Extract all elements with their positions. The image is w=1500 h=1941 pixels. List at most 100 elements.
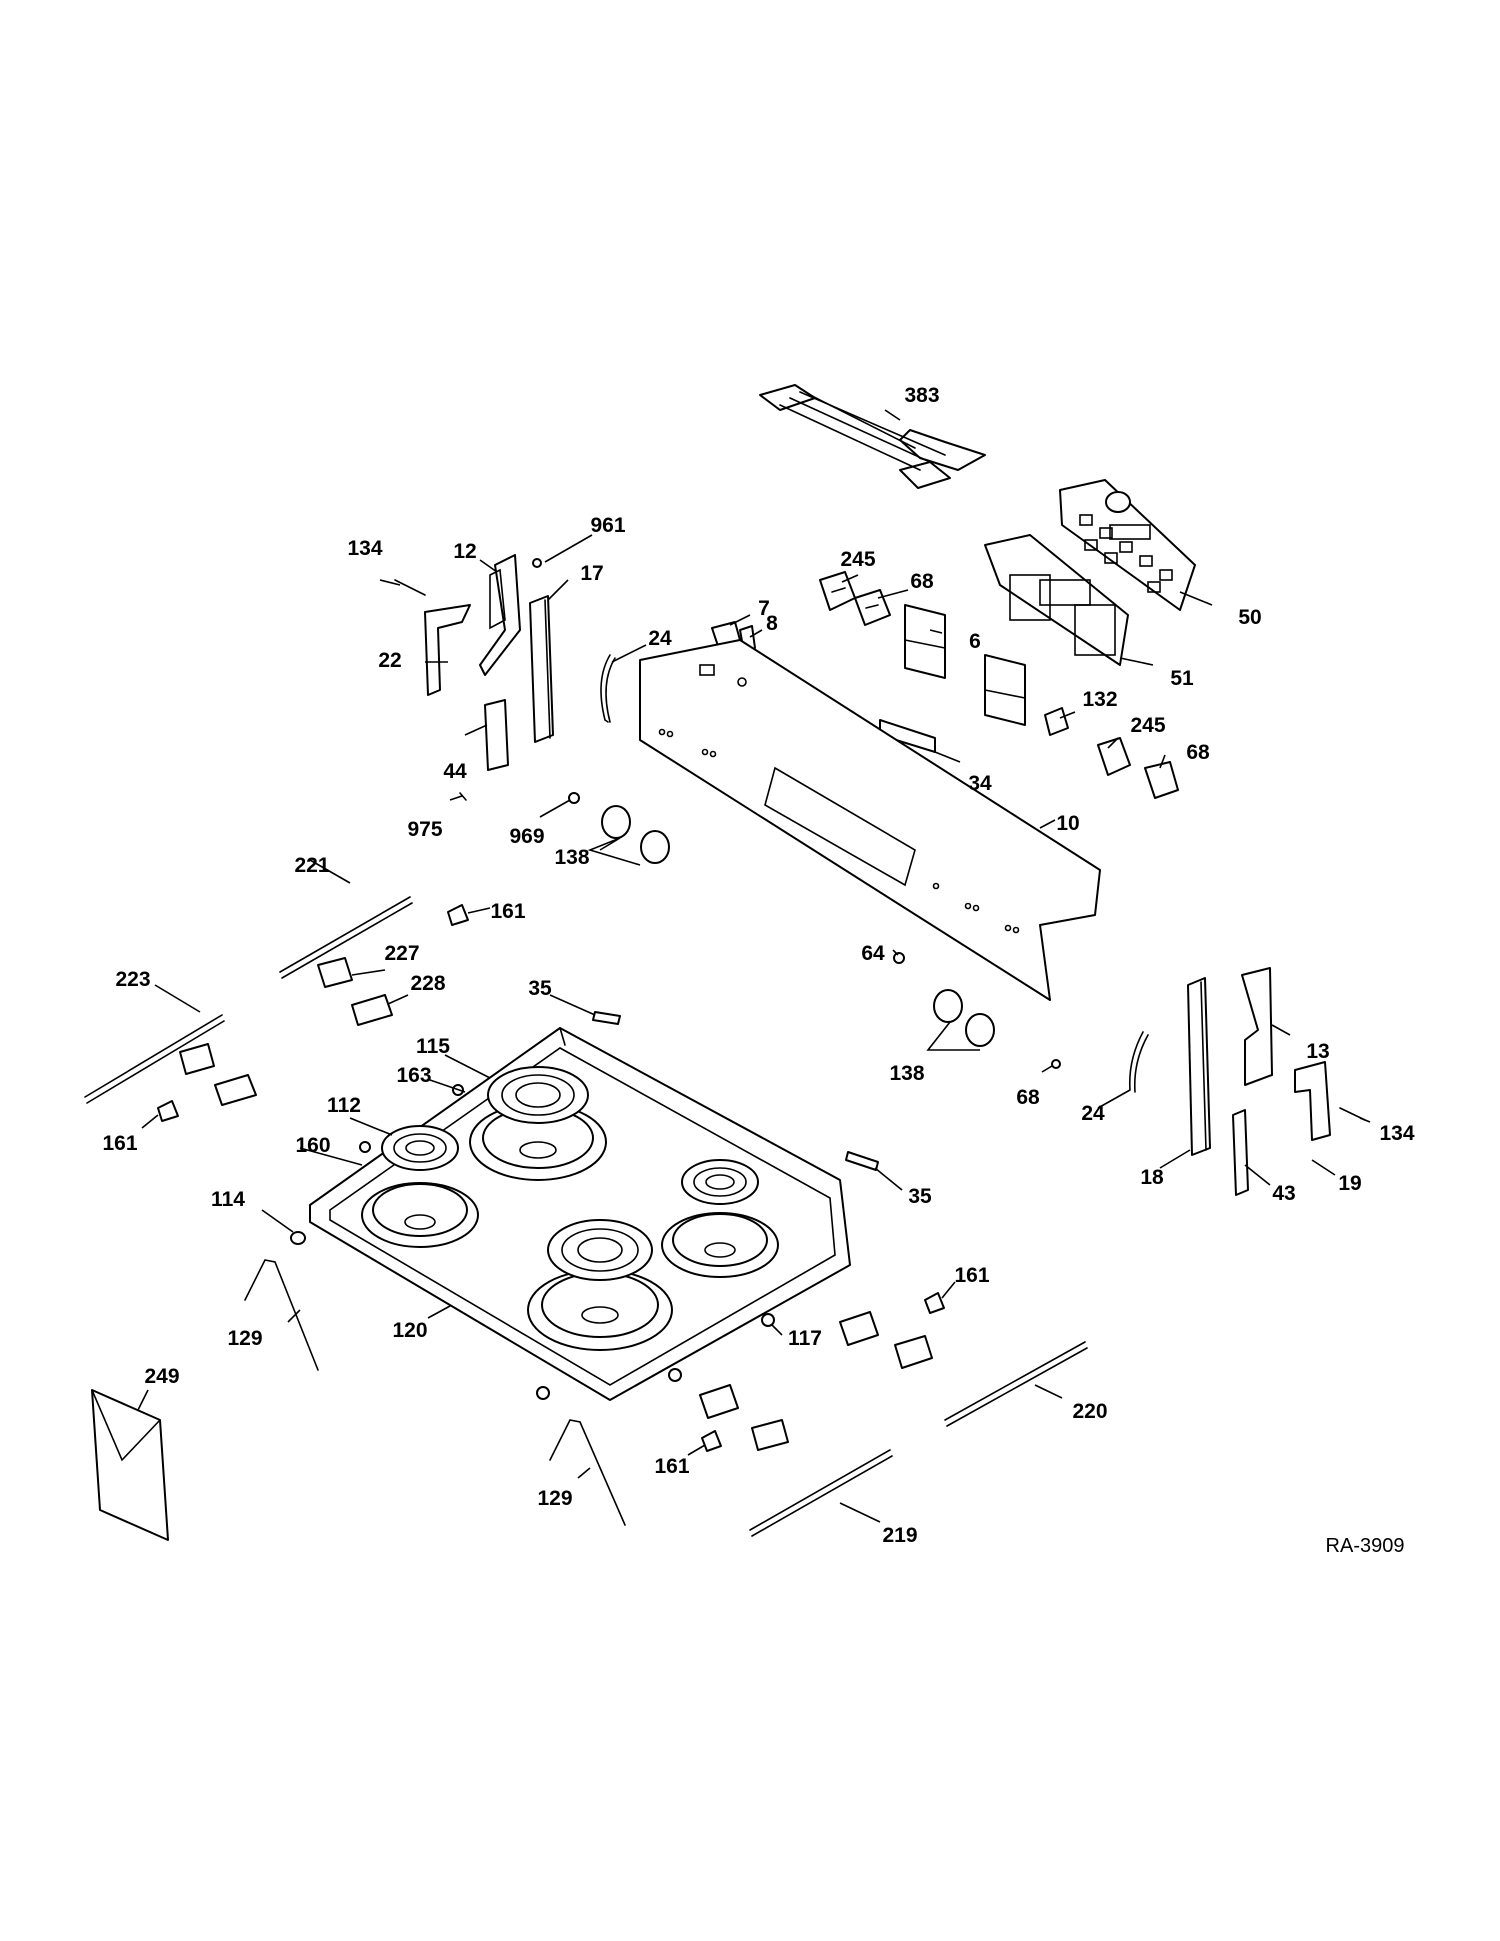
callout-34: 34 xyxy=(968,772,992,795)
callout-961: 961 xyxy=(590,514,625,537)
callout-22: 22 xyxy=(378,649,401,672)
callout-132: 132 xyxy=(1082,688,1117,711)
part-64-grommet xyxy=(893,952,905,964)
part-18-side-bracket xyxy=(1187,977,1211,1156)
part-219-wire xyxy=(749,1449,893,1537)
callout-35: 35 xyxy=(528,977,552,1000)
callout-12: 12 xyxy=(453,540,476,563)
part-160-grommet xyxy=(359,1141,371,1153)
part-22-endcap-left xyxy=(424,604,471,696)
part-6-switch-labels xyxy=(904,604,1026,726)
callout-120: 120 xyxy=(392,1319,427,1342)
part-68-switch-lower xyxy=(1144,761,1179,799)
part-large-burner-front xyxy=(527,1219,673,1351)
callout-10: 10 xyxy=(1056,812,1079,835)
callout-6: 6 xyxy=(969,630,981,653)
part-138-knobs-lower xyxy=(933,989,995,1047)
part-44-bracket xyxy=(484,699,509,771)
callout-138-lower: 138 xyxy=(889,1062,924,1085)
part-68-small xyxy=(1051,1059,1061,1069)
part-161-clip-b xyxy=(157,1100,179,1122)
part-small-burner-right xyxy=(661,1159,779,1278)
part-221-wire xyxy=(279,896,413,979)
part-161-clip-d xyxy=(701,1430,722,1452)
callout-18: 18 xyxy=(1140,1166,1164,1189)
part-13-endcap-bracket xyxy=(1241,967,1273,1086)
callout-24: 24 xyxy=(648,627,672,650)
part-220-wire xyxy=(944,1341,1088,1427)
callout-13: 13 xyxy=(1306,1040,1329,1063)
callout-8: 8 xyxy=(766,612,778,635)
part-969-screw xyxy=(568,792,580,804)
part-43-bracket xyxy=(1232,1109,1249,1196)
callout-219: 219 xyxy=(882,1524,917,1547)
part-132-switch xyxy=(1044,707,1069,736)
part-112-small-burner-left xyxy=(361,1125,479,1248)
part-245-switch-lower xyxy=(1097,737,1131,776)
part-114-bumper xyxy=(290,1231,306,1245)
callout-161: 161 xyxy=(490,900,525,923)
part-228-block xyxy=(351,994,393,1026)
part-120-cooktop xyxy=(309,1027,851,1401)
callout-227: 227 xyxy=(384,942,419,965)
callout-161-right: 161 xyxy=(954,1264,989,1287)
callout-129: 129 xyxy=(227,1327,262,1350)
part-161-clip-a xyxy=(447,904,469,926)
part-975-pin xyxy=(459,792,467,801)
part-129-rod-left xyxy=(244,1259,319,1371)
part-12-endcap-bracket xyxy=(479,554,521,676)
part-961-screw xyxy=(532,558,542,568)
part-blocks-left xyxy=(179,1043,257,1106)
callout-117: 117 xyxy=(788,1327,822,1350)
callout-51: 51 xyxy=(1170,667,1194,690)
callout-975: 975 xyxy=(407,818,442,841)
part-115-large-burner-rear xyxy=(469,1066,607,1181)
part-blocks-front xyxy=(699,1384,789,1451)
part-bumpers-front xyxy=(536,1368,682,1400)
part-blocks-right xyxy=(839,1311,933,1369)
callout-7: 7 xyxy=(758,597,770,620)
callout-163: 163 xyxy=(396,1064,431,1087)
diagram-reference-code: RA-3909 xyxy=(1326,1535,1405,1557)
callout-24-right: 24 xyxy=(1081,1102,1105,1125)
callout-114: 114 xyxy=(211,1188,245,1211)
part-24-wire-right xyxy=(1128,1031,1149,1093)
callout-68-lower: 68 xyxy=(1186,741,1210,764)
part-19-endcap-right xyxy=(1294,1061,1331,1141)
callout-220: 220 xyxy=(1072,1400,1107,1423)
callout-68: 68 xyxy=(910,570,934,593)
callout-969: 969 xyxy=(509,825,544,848)
part-227-block xyxy=(317,957,353,988)
callout-19: 19 xyxy=(1338,1172,1361,1195)
part-24-wire-left xyxy=(600,654,616,723)
callout-138: 138 xyxy=(554,846,589,869)
part-117-bumper xyxy=(761,1313,775,1327)
callout-134-right: 134 xyxy=(1379,1122,1414,1145)
part-35-bracket-left xyxy=(592,1011,621,1025)
callout-112: 112 xyxy=(327,1094,361,1117)
part-68-switch-upper xyxy=(854,589,891,626)
leader-lines xyxy=(137,409,1371,1523)
part-129-rod-front xyxy=(549,1419,626,1526)
part-138-knobs-upper xyxy=(601,805,670,864)
callout-68-small: 68 xyxy=(1016,1086,1040,1109)
callout-221: 221 xyxy=(294,854,329,877)
callout-134: 134 xyxy=(347,537,382,560)
callout-129-front: 129 xyxy=(537,1487,572,1510)
callout-249: 249 xyxy=(144,1365,179,1388)
part-249-literature-envelope xyxy=(91,1389,169,1541)
callout-115: 115 xyxy=(416,1035,450,1058)
callout-160: 160 xyxy=(295,1134,330,1157)
callout-245: 245 xyxy=(840,548,875,571)
callout-35-right: 35 xyxy=(908,1185,932,1208)
callout-17: 17 xyxy=(580,562,603,585)
callout-64: 64 xyxy=(861,942,885,965)
part-161-clip-c xyxy=(924,1292,945,1314)
callout-383: 383 xyxy=(904,384,939,407)
part-10-backsplash xyxy=(639,639,1101,1001)
callout-228: 228 xyxy=(410,972,445,995)
callout-223: 223 xyxy=(115,968,150,991)
callout-43: 43 xyxy=(1272,1182,1295,1205)
part-35-bracket-right xyxy=(845,1151,879,1171)
